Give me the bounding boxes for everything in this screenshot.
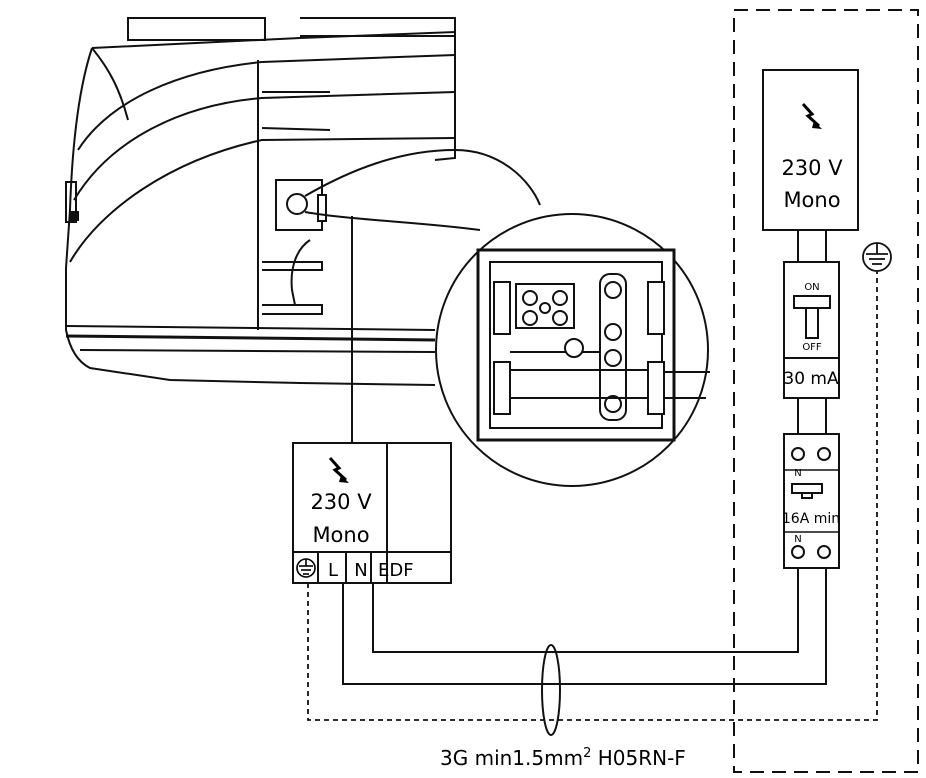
breaker-rating-label: 16A min: [782, 511, 840, 527]
earth-conductor: [307, 271, 878, 721]
rcd-rating-label: 30 mA: [783, 369, 839, 389]
terminal-n-label: N: [354, 560, 367, 581]
unit-connection-box: [275, 179, 327, 231]
earth-ground-icon: [296, 558, 316, 578]
supply-source-box: 230 V Mono: [762, 69, 859, 231]
cable-sheath-icon: [541, 644, 561, 736]
breaker-n-top-label: N: [794, 468, 801, 479]
rcd-device: ON OFF 30 mA: [783, 261, 840, 399]
unit-terminal-box: 230 V Mono L N EDF: [292, 442, 452, 584]
rcd-on-label: ON: [804, 282, 819, 293]
breaker-toggle-icon: [791, 483, 823, 499]
cable-spec-suffix: H05RN-F: [591, 746, 685, 770]
rcd-off-label: OFF: [802, 342, 822, 353]
supply-phase-label: Mono: [783, 188, 840, 212]
lightning-icon: [801, 102, 822, 129]
cable-spec-prefix: 3G min1.5mm: [440, 746, 583, 770]
cable-spec-superscript: 2: [583, 746, 591, 761]
supply-conductors: [797, 230, 827, 434]
breaker-n-bottom-label: N: [794, 534, 801, 545]
field-wiring: [342, 568, 827, 685]
breaker-device: N 16A min N: [782, 433, 840, 569]
unit-voltage-label: 230 V: [310, 490, 372, 514]
supply-panel-enclosure: [733, 9, 919, 773]
rcd-toggle-icon: [793, 295, 831, 339]
lightning-icon: [328, 456, 349, 483]
terminal-l-label: L: [328, 560, 338, 581]
terminal-edf-label: EDF: [378, 560, 414, 581]
cable-spec-label: 3G min1.5mm2 H05RN-F: [440, 746, 686, 770]
unit-housing: [65, 17, 456, 386]
earth-ground-icon: [862, 242, 892, 272]
unit-phase-label: Mono: [312, 523, 369, 547]
supply-voltage-label: 230 V: [781, 156, 843, 180]
terminal-block-detail: [476, 248, 710, 442]
